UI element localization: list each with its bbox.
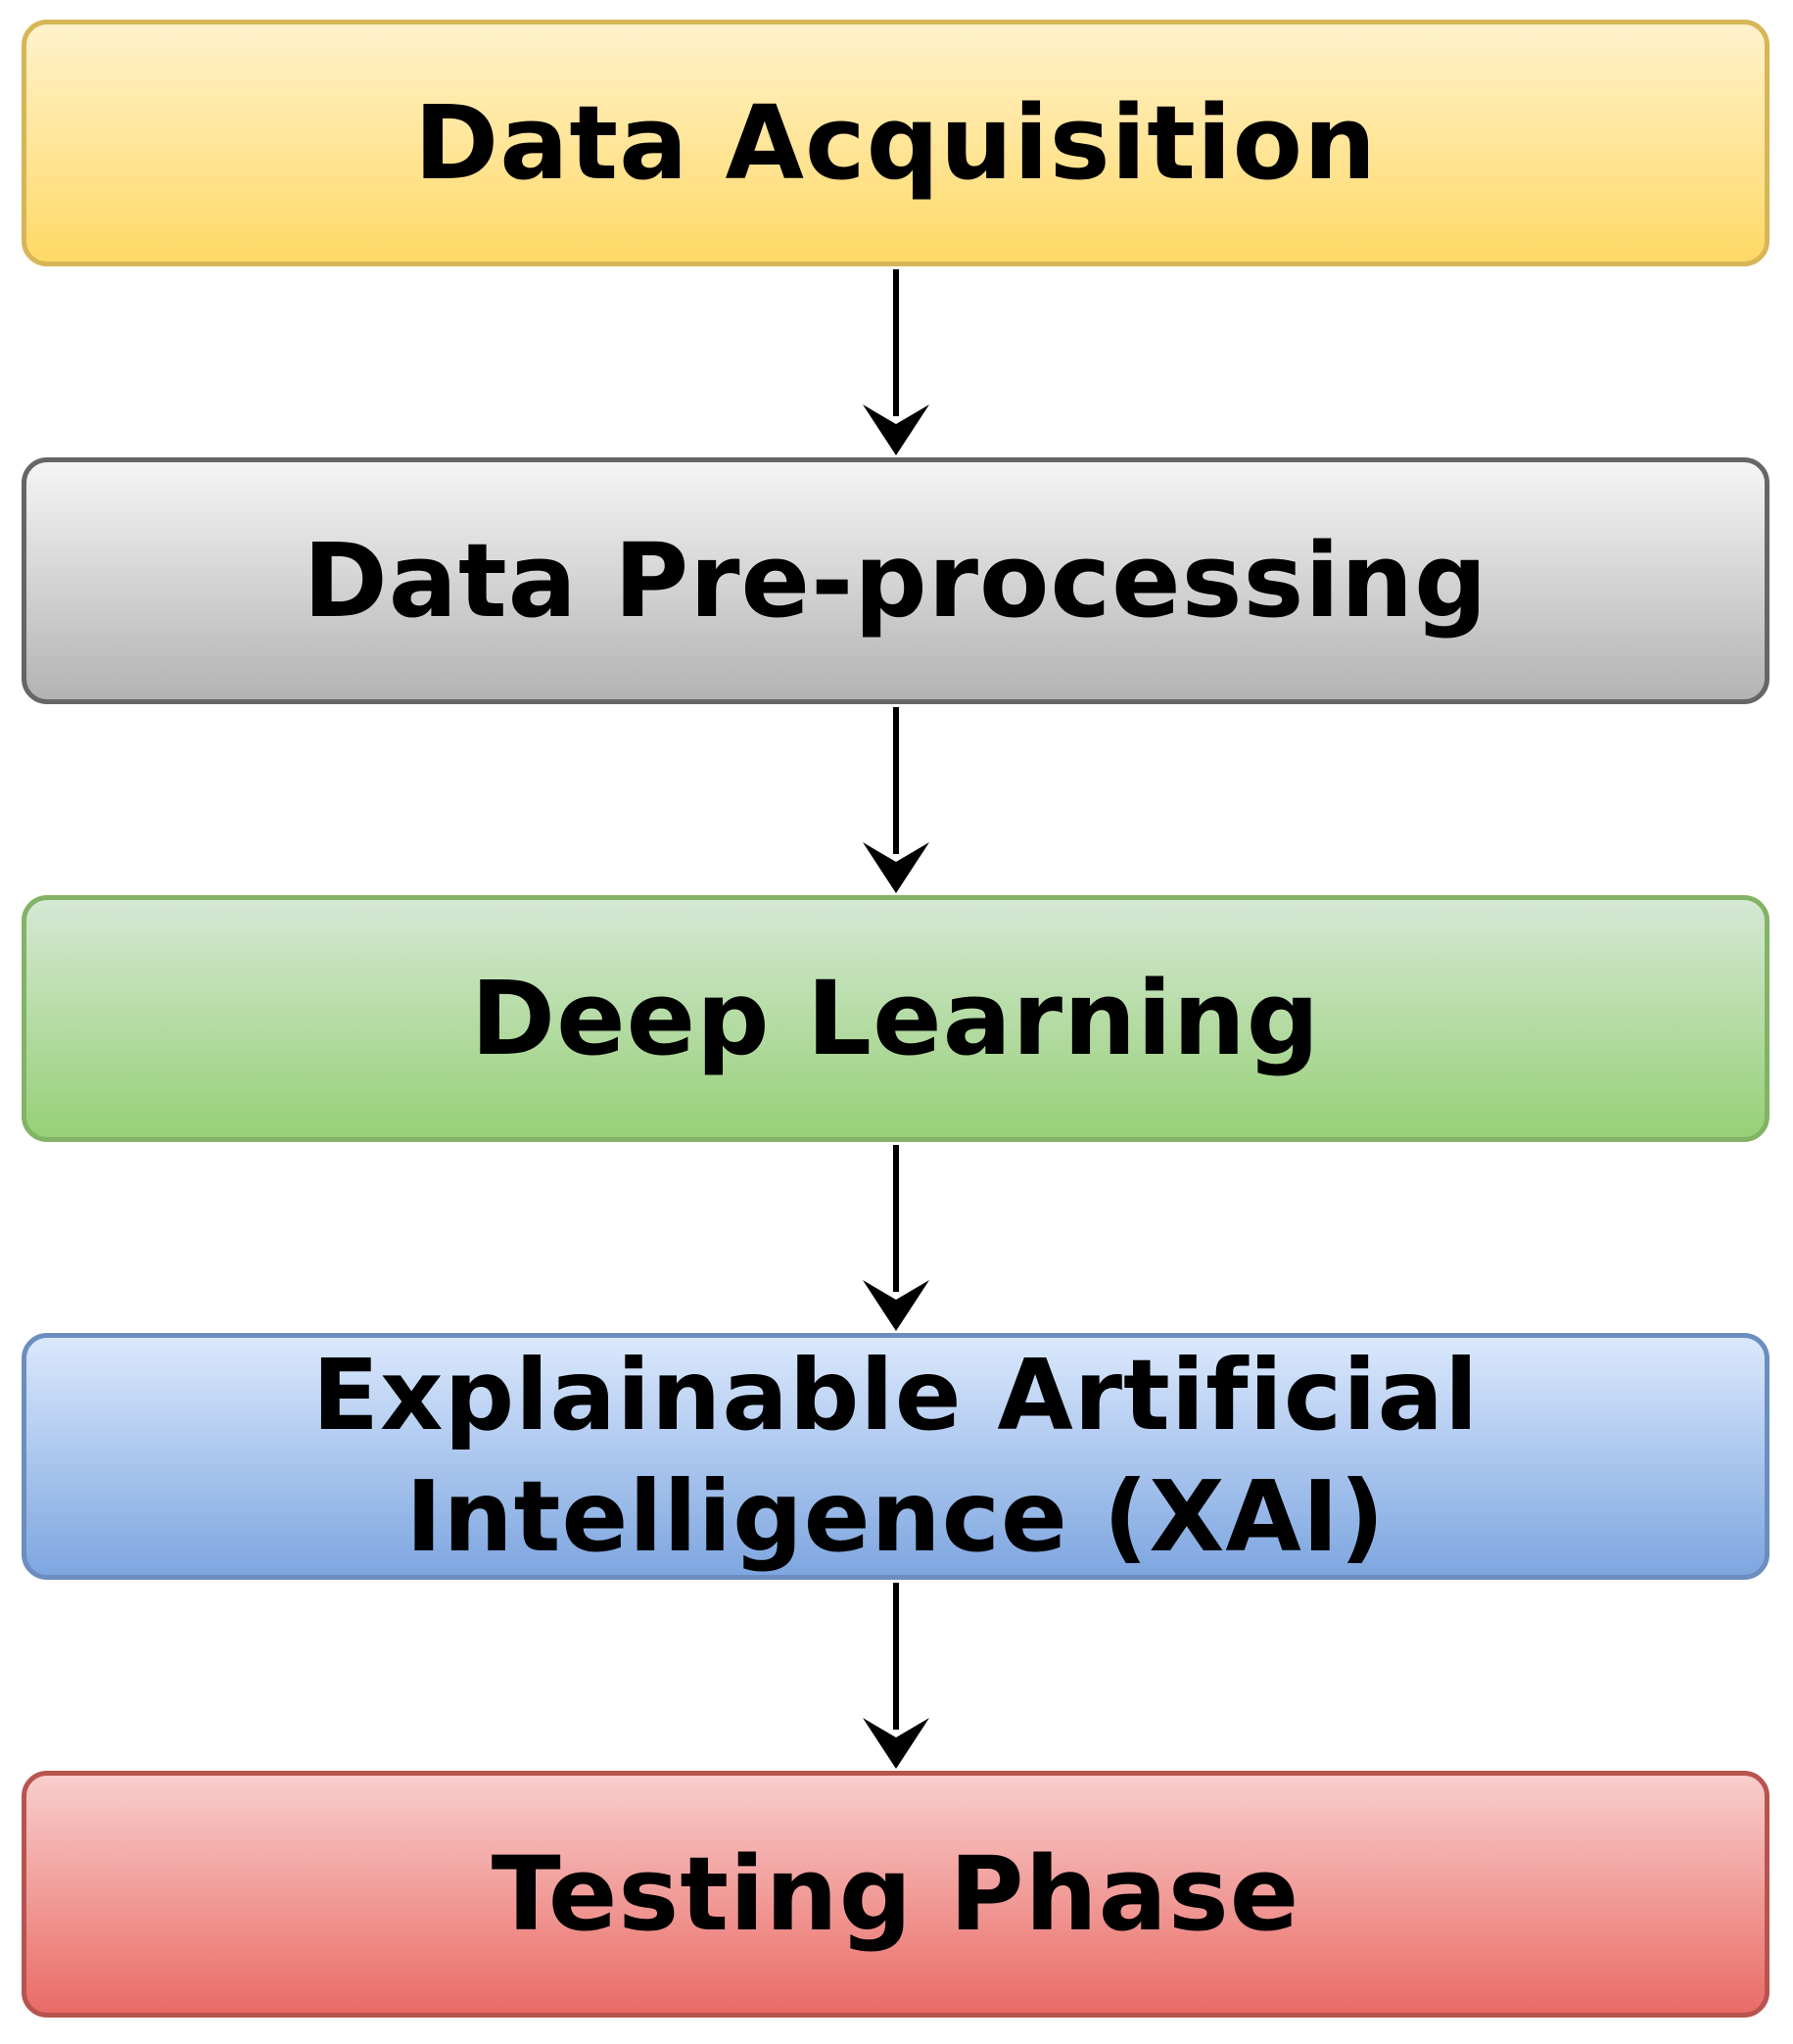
stage-label: Data Pre-processing bbox=[303, 521, 1488, 641]
stage-xai: Explainable Artificial Intelligence (XAI… bbox=[22, 1333, 1769, 1580]
stage-label-line-2: Intelligence (XAI) bbox=[405, 1459, 1386, 1574]
stage-label: Data Acquisition bbox=[413, 83, 1378, 203]
stage-data-pre-processing: Data Pre-processing bbox=[22, 457, 1769, 704]
arrow-down-icon bbox=[863, 269, 929, 455]
stage-data-acquisition: Data Acquisition bbox=[22, 20, 1769, 266]
arrow-down-icon bbox=[863, 1583, 929, 1769]
stage-label: Testing Phase bbox=[491, 1834, 1300, 1954]
arrow-down-icon bbox=[863, 1145, 929, 1331]
stage-label: Deep Learning bbox=[470, 959, 1321, 1078]
arrow-down-icon bbox=[863, 707, 929, 893]
stage-label: Explainable Artificial Intelligence (XAI… bbox=[312, 1335, 1479, 1578]
stage-label-line-1: Explainable Artificial bbox=[311, 1338, 1480, 1452]
stage-testing-phase: Testing Phase bbox=[22, 1771, 1769, 2018]
stage-deep-learning: Deep Learning bbox=[22, 895, 1769, 1142]
